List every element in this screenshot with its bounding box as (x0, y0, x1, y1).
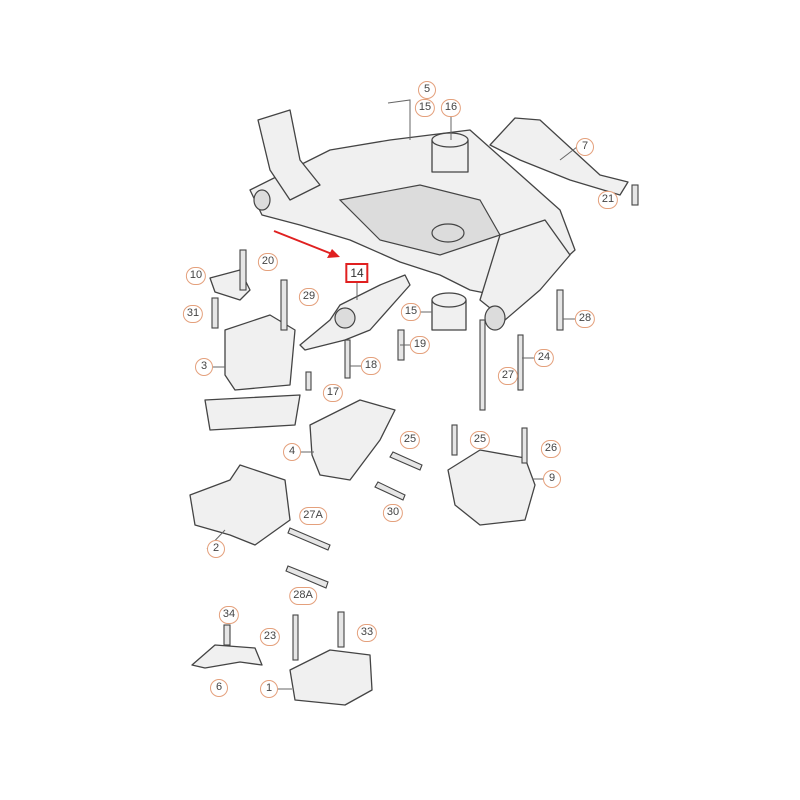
callout-part-31: 31 (182, 305, 204, 323)
transmission-mount-9 (447, 449, 536, 526)
callout-part-16: 16 (440, 99, 462, 117)
callout-part-18: 18 (360, 357, 382, 375)
callout-part-5: 5 (418, 81, 436, 99)
pendulum-support-14 (299, 274, 411, 351)
callout-part-14: 14 (345, 263, 369, 283)
callout-part-1: 1 (260, 680, 278, 698)
callout-part-17: 17 (322, 384, 344, 402)
callout-part-21: 21 (597, 191, 619, 209)
callout-part-28: 28 (574, 310, 596, 328)
callout-part-29: 29 (298, 288, 320, 306)
callout-part-26: 26 (540, 440, 562, 458)
callout-part-4: 4 (283, 443, 301, 461)
bolts (211, 184, 639, 661)
callout-part-7: 7 (576, 138, 594, 156)
callout-part-19: 19 (409, 336, 431, 354)
engine-mount-3 (204, 314, 301, 431)
callout-part-25: 25 (469, 431, 491, 449)
bracket-6 (191, 644, 263, 669)
callout-part-24: 24 (533, 349, 555, 367)
callout-part-20: 20 (257, 253, 279, 271)
callout-part-25: 25 (399, 431, 421, 449)
callout-part-28a: 28A (289, 587, 317, 605)
callout-part-33: 33 (356, 624, 378, 642)
callout-part-15: 15 (414, 99, 436, 117)
bracket-4 (309, 399, 396, 481)
callout-part-23: 23 (259, 628, 281, 646)
mount-1 (289, 649, 373, 706)
callout-part-27a: 27A (299, 507, 327, 525)
callout-part-2: 2 (207, 540, 225, 558)
bracket-7 (489, 117, 629, 196)
callout-part-10: 10 (185, 267, 207, 285)
highlight-arrow (273, 230, 340, 258)
subframe (249, 109, 576, 331)
callout-part-6: 6 (210, 679, 228, 697)
callout-part-15: 15 (400, 303, 422, 321)
callout-part-34: 34 (218, 606, 240, 624)
callout-part-3: 3 (195, 358, 213, 376)
callout-part-27: 27 (497, 367, 519, 385)
bracket-2 (189, 464, 291, 546)
leader-lines (206, 99, 578, 690)
bushing-15 (431, 292, 467, 331)
bushing-16 (431, 132, 469, 173)
callout-part-9: 9 (543, 470, 561, 488)
callout-part-30: 30 (382, 504, 404, 522)
